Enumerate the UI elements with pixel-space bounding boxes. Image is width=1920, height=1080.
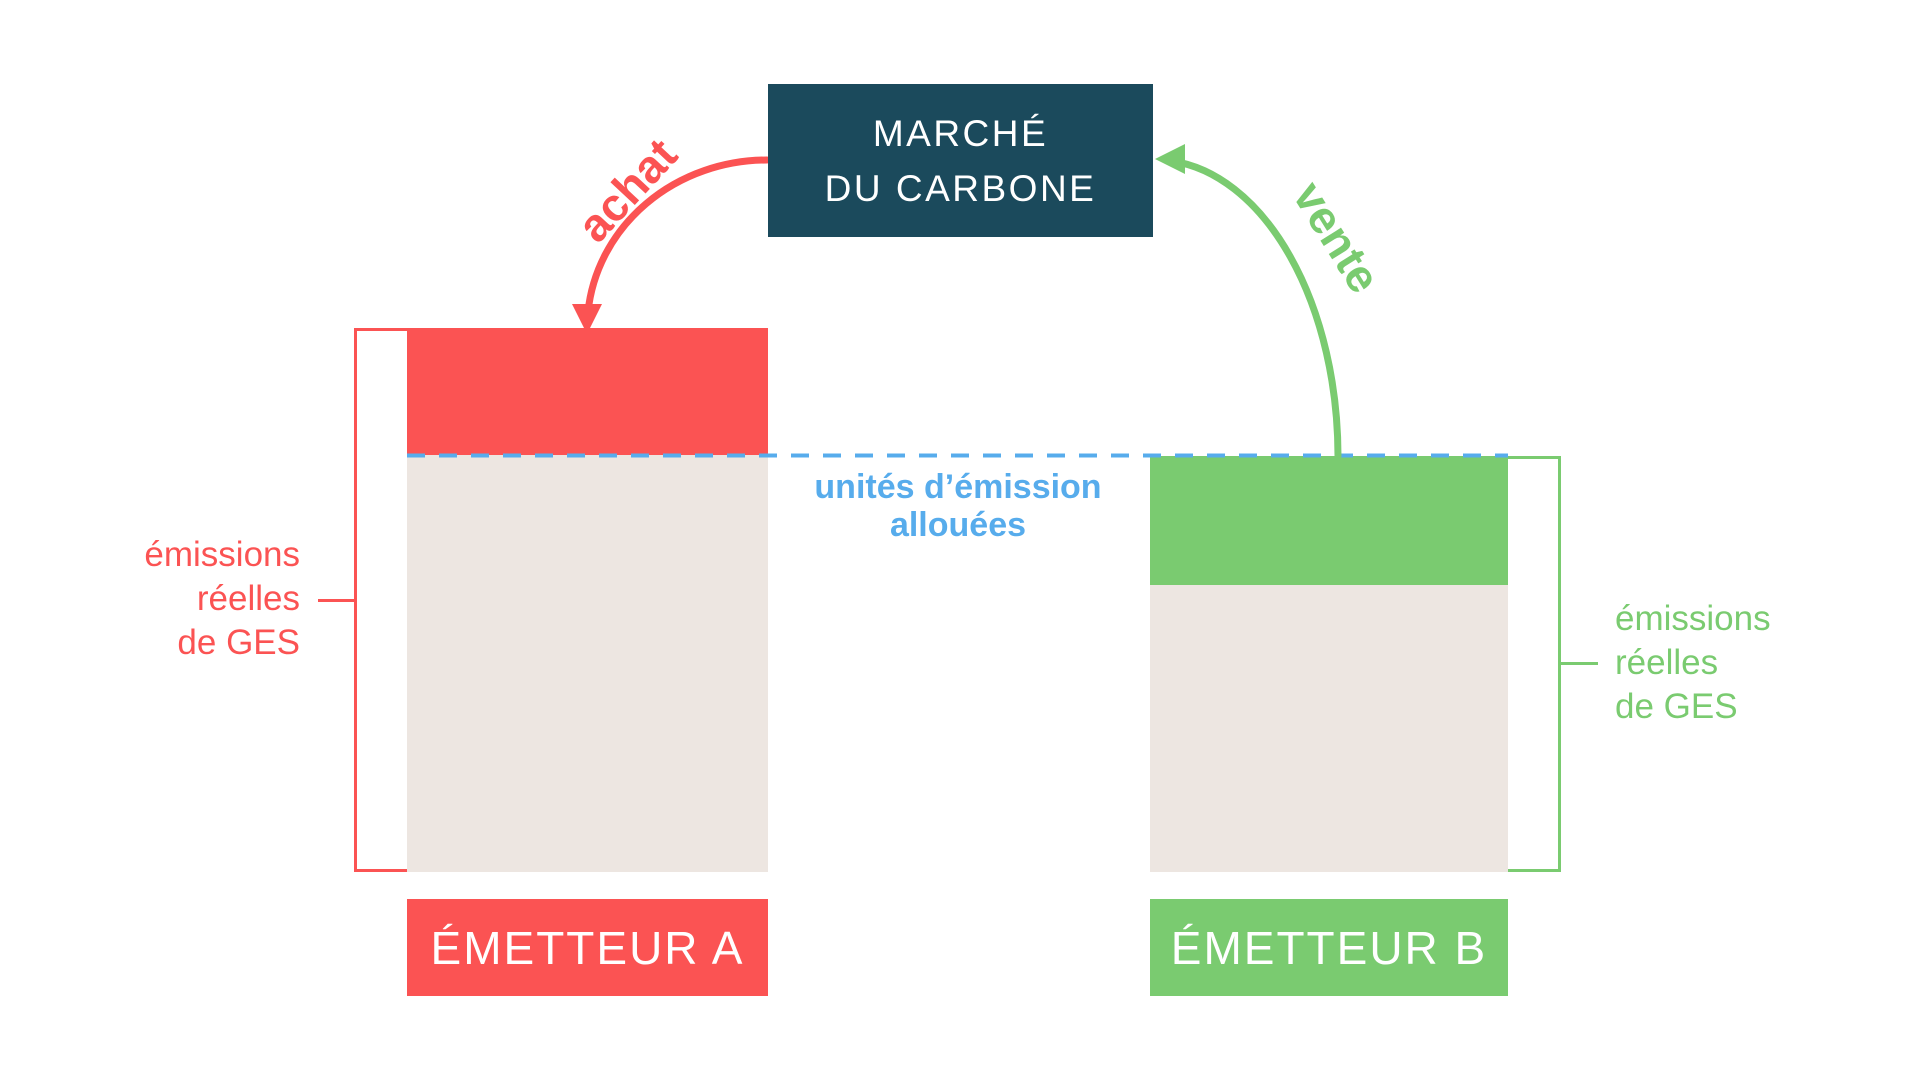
emitter-b-name: ÉMETTEUR B [1170, 921, 1488, 974]
market-box: MARCHÉ DU CARBONE [768, 84, 1153, 237]
allowance-label-line1: unités d’émission [814, 468, 1102, 506]
emitter-b-sold-units-segment [1150, 456, 1508, 585]
sell-arrowhead-icon [1155, 144, 1185, 174]
buy-arrow-label: achat [567, 128, 687, 252]
emitter-a-real-emissions-label: émissions réelles de GES [60, 533, 300, 665]
market-box-title-line2: DU CARBONE [824, 167, 1097, 209]
sell-arrow-label: vente [1283, 172, 1391, 302]
emitter-a-bracket [354, 328, 407, 872]
emitter-a-real-emissions-label-line1: émissions [144, 535, 300, 574]
allowance-label-line2: allouées [889, 506, 1027, 544]
emitter-b-real-emissions-label-line2: réelles [1615, 643, 1719, 682]
emitter-b-real-emissions-segment [1150, 585, 1508, 872]
emitter-a-real-emissions-label-line2: réelles [196, 579, 300, 618]
emitter-a-nameplate: ÉMETTEUR A [407, 899, 768, 996]
emitter-b-real-emissions-label: émissions réelles de GES [1615, 597, 1855, 729]
emitter-b-bracket [1508, 456, 1561, 872]
emitter-b-real-emissions-label-line3: de GES [1615, 687, 1738, 726]
emitter-a-allocated-emissions-segment [407, 455, 768, 872]
emitter-a-name: ÉMETTEUR A [430, 921, 745, 974]
emitter-a-real-emissions-label-line3: de GES [177, 623, 300, 662]
market-box-title-line1: MARCHÉ [872, 112, 1049, 154]
emitter-a-excess-emissions-segment [407, 328, 768, 455]
emitter-b-real-emissions-label-line1: émissions [1615, 599, 1771, 638]
allowance-label: unités d’émission allouées [758, 468, 1158, 544]
emitter-b-nameplate: ÉMETTEUR B [1150, 899, 1508, 996]
